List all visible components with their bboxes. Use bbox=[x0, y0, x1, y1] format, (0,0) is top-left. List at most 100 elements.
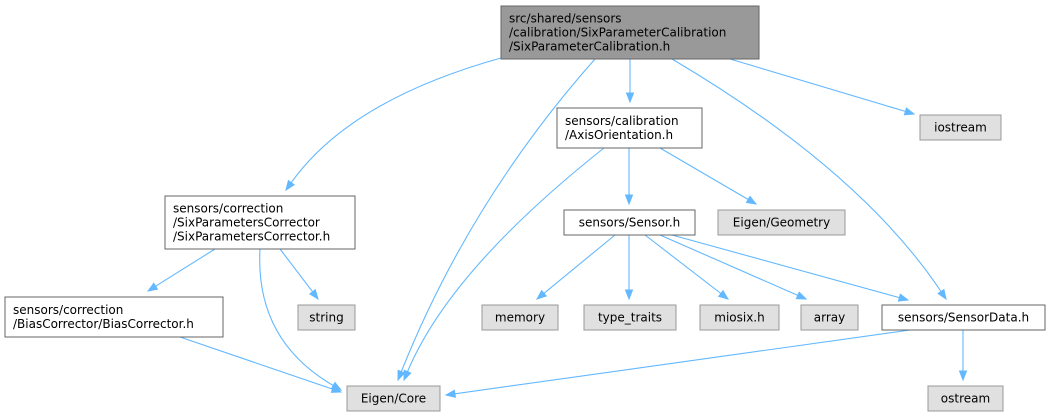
node-label-line: Eigen/Geometry bbox=[733, 216, 830, 230]
edge-sensordata-to-eigencore bbox=[444, 329, 911, 398]
edge-arrowhead bbox=[330, 384, 343, 393]
node-label-line: Eigen/Core bbox=[361, 392, 426, 406]
edge-arrowhead bbox=[745, 195, 758, 205]
nodes-layer: src/shared/sensors/calibration/SixParame… bbox=[4, 5, 1046, 412]
node-label-line: sensors/calibration bbox=[565, 114, 679, 128]
edge-line bbox=[259, 248, 334, 386]
node-label-line: /SixParametersCorrector.h bbox=[173, 230, 330, 244]
edge-root-to-axis bbox=[625, 59, 635, 104]
edge-arrowhead bbox=[444, 389, 456, 398]
edge-sixcorr-to-string bbox=[279, 248, 319, 301]
edge-root-to-eigencore bbox=[397, 58, 596, 382]
edge-arrowhead bbox=[146, 282, 159, 292]
node-label-line: string bbox=[309, 311, 343, 325]
edge-sensor-to-array bbox=[659, 234, 808, 300]
node-label-line: /SixParametersCorrector bbox=[173, 216, 320, 230]
node-array: array bbox=[800, 304, 859, 331]
edge-line bbox=[400, 58, 596, 372]
node-box bbox=[500, 5, 760, 60]
edge-arrowhead bbox=[958, 370, 968, 382]
node-box bbox=[164, 195, 356, 250]
node-label-line: ostream bbox=[941, 392, 990, 406]
edge-biascorr-to-eigencore bbox=[179, 336, 343, 393]
node-miosix: miosix.h bbox=[699, 304, 780, 331]
edge-line bbox=[644, 234, 722, 294]
node-label-line: memory bbox=[495, 311, 545, 325]
edge-line bbox=[659, 234, 799, 296]
edge-arrowhead bbox=[897, 293, 910, 302]
node-box bbox=[919, 114, 1002, 141]
node-label-line: src/shared/sensors bbox=[509, 12, 622, 26]
node-label-line: sensors/Sensor.h bbox=[579, 216, 681, 230]
edge-root-to-sensordata bbox=[671, 58, 947, 301]
node-ostream: ostream bbox=[927, 385, 1004, 412]
edge-arrowhead bbox=[624, 194, 634, 206]
node-label-line: type_traits bbox=[598, 311, 662, 325]
edge-arrowhead bbox=[717, 289, 730, 300]
node-typetraits: type_traits bbox=[583, 304, 677, 331]
edge-arrowhead bbox=[397, 369, 406, 382]
edge-arrowhead bbox=[937, 288, 947, 301]
node-box bbox=[881, 304, 1046, 331]
edge-arrowhead bbox=[403, 369, 412, 382]
edge-arrowhead bbox=[535, 289, 548, 300]
edge-sensordata-to-ostream bbox=[958, 330, 968, 382]
edge-arrowhead bbox=[285, 179, 295, 192]
edge-line bbox=[671, 234, 900, 299]
node-box bbox=[800, 304, 859, 331]
edge-line bbox=[671, 58, 942, 292]
node-sixcorr[interactable]: sensors/correction/SixParametersCorrecto… bbox=[164, 195, 356, 250]
node-box bbox=[297, 304, 356, 331]
node-box bbox=[346, 385, 441, 412]
edge-sixcorr-to-biascorr bbox=[146, 248, 216, 292]
edge-sensor-to-sensordata bbox=[671, 234, 910, 302]
node-box bbox=[481, 304, 559, 331]
node-box bbox=[717, 209, 846, 236]
edge-arrowhead bbox=[625, 92, 635, 104]
node-label-line: iostream bbox=[934, 121, 987, 135]
node-sensor[interactable]: sensors/Sensor.h bbox=[563, 209, 696, 236]
node-box bbox=[556, 107, 703, 149]
node-memory: memory bbox=[481, 304, 559, 331]
edge-axis-to-geometry bbox=[659, 147, 758, 205]
edge-line bbox=[543, 234, 616, 294]
node-biascorr[interactable]: sensors/correction/BiasCorrector/BiasCor… bbox=[4, 296, 224, 338]
node-axis[interactable]: sensors/calibration/AxisOrientation.h bbox=[556, 107, 703, 149]
edge-arrowhead bbox=[903, 107, 916, 116]
edge-arrowhead bbox=[795, 291, 808, 300]
edge-line bbox=[454, 329, 911, 395]
node-label-line: sensors/correction bbox=[13, 303, 123, 317]
node-iostream: iostream bbox=[919, 114, 1002, 141]
edge-root-to-iostream bbox=[729, 58, 916, 116]
edge-axis-to-sensor bbox=[624, 148, 634, 206]
node-label-line: /AxisOrientation.h bbox=[565, 128, 673, 142]
node-label-line: array bbox=[814, 311, 845, 325]
edge-root-to-sixcorr bbox=[285, 57, 502, 192]
node-string: string bbox=[297, 304, 356, 331]
node-box bbox=[699, 304, 780, 331]
node-label-line: /SixParameterCalibration.h bbox=[509, 40, 670, 54]
edges-layer bbox=[146, 57, 968, 398]
node-label-line: sensors/correction bbox=[173, 202, 283, 216]
edge-axis-to-eigencore bbox=[403, 147, 605, 382]
edge-line bbox=[729, 58, 906, 112]
node-box bbox=[563, 209, 696, 236]
edge-line bbox=[659, 147, 749, 200]
node-geometry: Eigen/Geometry bbox=[717, 209, 846, 236]
edge-arrowhead bbox=[624, 289, 634, 301]
edge-line bbox=[290, 57, 502, 184]
edge-line bbox=[155, 248, 216, 287]
node-label-line: /BiasCorrector/BiasCorrector.h bbox=[13, 317, 194, 331]
node-root[interactable]: src/shared/sensors/calibration/SixParame… bbox=[500, 5, 760, 60]
edge-sensor-to-miosix bbox=[644, 234, 730, 300]
edge-sensor-to-memory bbox=[535, 234, 616, 300]
edge-line bbox=[279, 248, 314, 293]
node-eigencore: Eigen/Core bbox=[346, 385, 441, 412]
node-label-line: /calibration/SixParameterCalibration bbox=[509, 26, 726, 40]
edge-arrowhead bbox=[308, 288, 319, 301]
node-sensordata[interactable]: sensors/SensorData.h bbox=[881, 304, 1046, 331]
node-box bbox=[4, 296, 224, 338]
node-label-line: miosix.h bbox=[714, 311, 764, 325]
edge-sensor-to-typetraits bbox=[624, 235, 634, 301]
